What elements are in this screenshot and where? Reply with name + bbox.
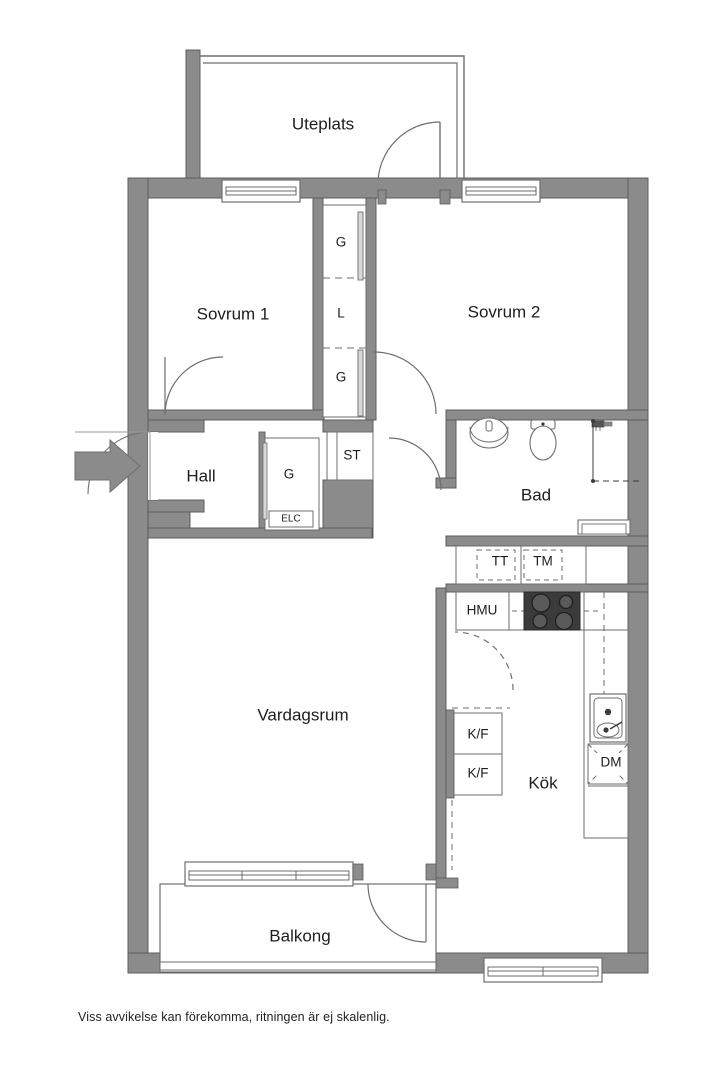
closet-label-g-hall: G xyxy=(284,467,295,482)
room-label-hall: Hall xyxy=(186,466,215,485)
closet-column: G L G xyxy=(322,204,367,418)
balkong-area xyxy=(159,883,437,973)
shower-head-icon xyxy=(591,420,613,431)
cabinet-label-hmu: HMU xyxy=(467,603,498,618)
room-label-kok: Kök xyxy=(528,773,558,792)
hall-closet: G ELC xyxy=(262,437,320,531)
window-sovrum1-top xyxy=(221,179,301,203)
room-label-bad: Bad xyxy=(521,485,551,504)
room-label-sovrum1: Sovrum 1 xyxy=(197,304,270,323)
laundry-label-tm: TM xyxy=(533,554,553,569)
laundry-units: TT TM xyxy=(455,545,587,585)
kitchen-top-run: HMU xyxy=(455,591,600,631)
room-label-uteplats: Uteplats xyxy=(292,114,354,133)
room-label-balkong: Balkong xyxy=(269,926,330,945)
entrance-arrow-icon xyxy=(74,438,141,494)
toilet-icon xyxy=(529,419,557,461)
door-swings xyxy=(75,351,514,691)
window-sovrum2-top xyxy=(461,179,541,203)
closet-label-g-lower: G xyxy=(336,370,347,385)
kitchen-right-run: DM xyxy=(583,592,629,839)
closet-label-g-upper: G xyxy=(336,235,347,250)
balcony-wall-notches xyxy=(352,863,459,889)
fridge-label-lower: K/F xyxy=(467,766,488,781)
window-vardagsrum-bottom xyxy=(184,861,354,887)
drawing-disclaimer-caption: Viss avvikelse kan förekomma, ritningen … xyxy=(78,1010,390,1024)
kitchen-sink-icon xyxy=(589,693,627,743)
storage-label-st: ST xyxy=(343,448,360,463)
laundry-label-tt: TT xyxy=(492,554,509,569)
window-kok-bottom xyxy=(483,957,603,983)
closet-label-l: L xyxy=(337,306,345,321)
uteplats-area xyxy=(185,49,465,187)
interior-walls xyxy=(147,197,649,879)
stove-icon xyxy=(523,591,581,631)
fridge-label-upper: K/F xyxy=(467,727,488,742)
room-label-sovrum2: Sovrum 2 xyxy=(468,302,541,321)
storage-st: ST xyxy=(326,431,374,481)
fridge-units: K/F K/F xyxy=(445,707,510,870)
dishwasher-label-dm: DM xyxy=(601,755,622,770)
electrical-label-elc: ELC xyxy=(281,514,300,525)
top-wall-notches xyxy=(377,189,451,205)
washbasin-icon xyxy=(469,417,509,449)
bathroom-fixtures xyxy=(469,417,640,535)
room-label-vardagsrum: Vardagsrum xyxy=(257,705,348,724)
